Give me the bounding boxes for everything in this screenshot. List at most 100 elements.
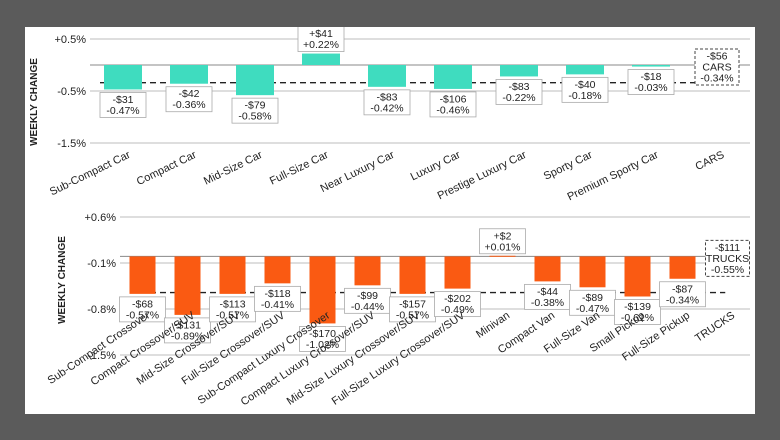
data-label: -$68 — [132, 298, 153, 310]
data-label: -0.47% — [106, 105, 139, 117]
bar — [170, 65, 208, 84]
bar — [579, 256, 606, 288]
data-label: -0.57% — [396, 309, 429, 321]
data-label-box — [231, 97, 279, 124]
data-label: -0.22% — [502, 92, 535, 104]
category-label: Near Luxury Car — [319, 149, 397, 195]
data-label-box — [434, 291, 481, 318]
y-tick-label: +0.5% — [55, 34, 87, 46]
data-label: -$113 — [219, 298, 245, 310]
data-label: -0.46% — [436, 104, 469, 116]
data-label: -$118 — [264, 288, 290, 300]
data-label: -0.57% — [126, 309, 159, 321]
data-label: -0.47% — [576, 303, 609, 315]
data-label-box — [569, 289, 616, 316]
data-label: -0.49% — [441, 304, 474, 316]
bar — [489, 255, 516, 257]
chart-cars: WEEKLY CHANGE+0.5%-0.5%-1.5%-$31-0.47%Su… — [29, 27, 750, 203]
bar — [236, 65, 274, 96]
category-label: Compact Car — [135, 149, 199, 188]
data-label-box — [363, 89, 411, 116]
data-label: -$157 — [399, 298, 426, 310]
data-label: -$31 — [112, 94, 133, 106]
chart-panel: WEEKLY CHANGE+0.5%-0.5%-1.5%-$31-0.47%Su… — [25, 27, 755, 414]
data-label-box — [429, 91, 477, 118]
data-label: -0.38% — [531, 297, 564, 309]
data-label: -1.02% — [306, 339, 339, 351]
segment-average-box — [705, 239, 750, 277]
data-label-box — [344, 287, 391, 314]
data-label: -$111 — [715, 242, 740, 254]
data-label-box — [659, 281, 706, 308]
bar — [444, 256, 471, 289]
data-label: -0.34% — [666, 294, 699, 306]
data-label: -$131 — [174, 319, 201, 331]
category-label: Mid-Size Car — [202, 149, 265, 188]
data-label: CARS — [702, 62, 731, 74]
bar — [174, 256, 201, 315]
data-label: -$87 — [672, 283, 693, 295]
data-label: -$83 — [508, 81, 529, 93]
data-label: -0.55% — [711, 264, 744, 276]
y-tick-label: -1.5% — [87, 350, 116, 362]
data-label: +0.01% — [485, 241, 521, 253]
data-label-box — [254, 285, 301, 312]
data-label: -0.36% — [172, 99, 205, 111]
data-label: -0.34% — [700, 73, 733, 85]
data-label-box — [389, 296, 436, 323]
y-tick-label: -1.5% — [57, 138, 86, 150]
bar — [434, 65, 472, 89]
bar — [632, 65, 670, 67]
bar — [302, 53, 340, 65]
data-label: -0.41% — [261, 299, 294, 311]
data-label: -$56 — [706, 51, 727, 63]
data-label: -0.89% — [171, 330, 204, 342]
y-axis-title: WEEKLY CHANGE — [57, 236, 68, 324]
data-label: -0.44% — [351, 301, 384, 313]
category-label: Sporty Car — [542, 149, 595, 183]
bar — [399, 256, 426, 294]
bar — [309, 256, 336, 324]
y-tick-label: -0.1% — [87, 258, 116, 270]
bar — [566, 65, 604, 75]
data-label-box — [495, 79, 543, 105]
bar — [534, 256, 561, 282]
bar — [669, 256, 696, 279]
bar — [500, 65, 538, 77]
bar — [368, 65, 406, 87]
y-tick-label: -0.5% — [57, 86, 86, 98]
data-label: -$202 — [444, 293, 471, 305]
data-label: -$18 — [640, 71, 661, 83]
data-label-box — [479, 228, 526, 255]
bar — [129, 256, 156, 294]
data-label: -$40 — [574, 79, 595, 91]
data-label-box — [99, 92, 147, 118]
data-label: -0.18% — [568, 90, 601, 102]
data-label-box — [209, 296, 256, 323]
data-label: +0.22% — [303, 39, 339, 51]
data-label: -0.42% — [370, 102, 403, 114]
data-label-box — [165, 86, 213, 113]
bar — [104, 65, 142, 90]
data-label-box — [297, 27, 345, 52]
data-label: +$2 — [494, 230, 512, 242]
data-label: -$170 — [309, 328, 336, 340]
data-label-box — [119, 296, 166, 323]
data-label: -0.61% — [621, 312, 654, 324]
data-label: -$139 — [624, 301, 651, 313]
data-label-box — [627, 69, 675, 95]
data-label-box — [561, 76, 609, 103]
segment-average-box — [694, 48, 740, 86]
bar — [354, 256, 381, 286]
data-label-box — [164, 317, 211, 344]
weekly-change-charts: WEEKLY CHANGE+0.5%-0.5%-1.5%-$31-0.47%Su… — [29, 27, 750, 408]
bar — [624, 256, 651, 297]
data-label: -$106 — [440, 93, 467, 105]
y-tick-label: -0.8% — [87, 304, 116, 316]
data-label-box — [614, 299, 661, 325]
category-label: TRUCKS — [693, 310, 737, 345]
category-label: Luxury Car — [409, 149, 463, 184]
data-label: -0.03% — [634, 82, 667, 94]
data-label: -$89 — [582, 292, 603, 304]
data-label: -$99 — [357, 290, 378, 302]
